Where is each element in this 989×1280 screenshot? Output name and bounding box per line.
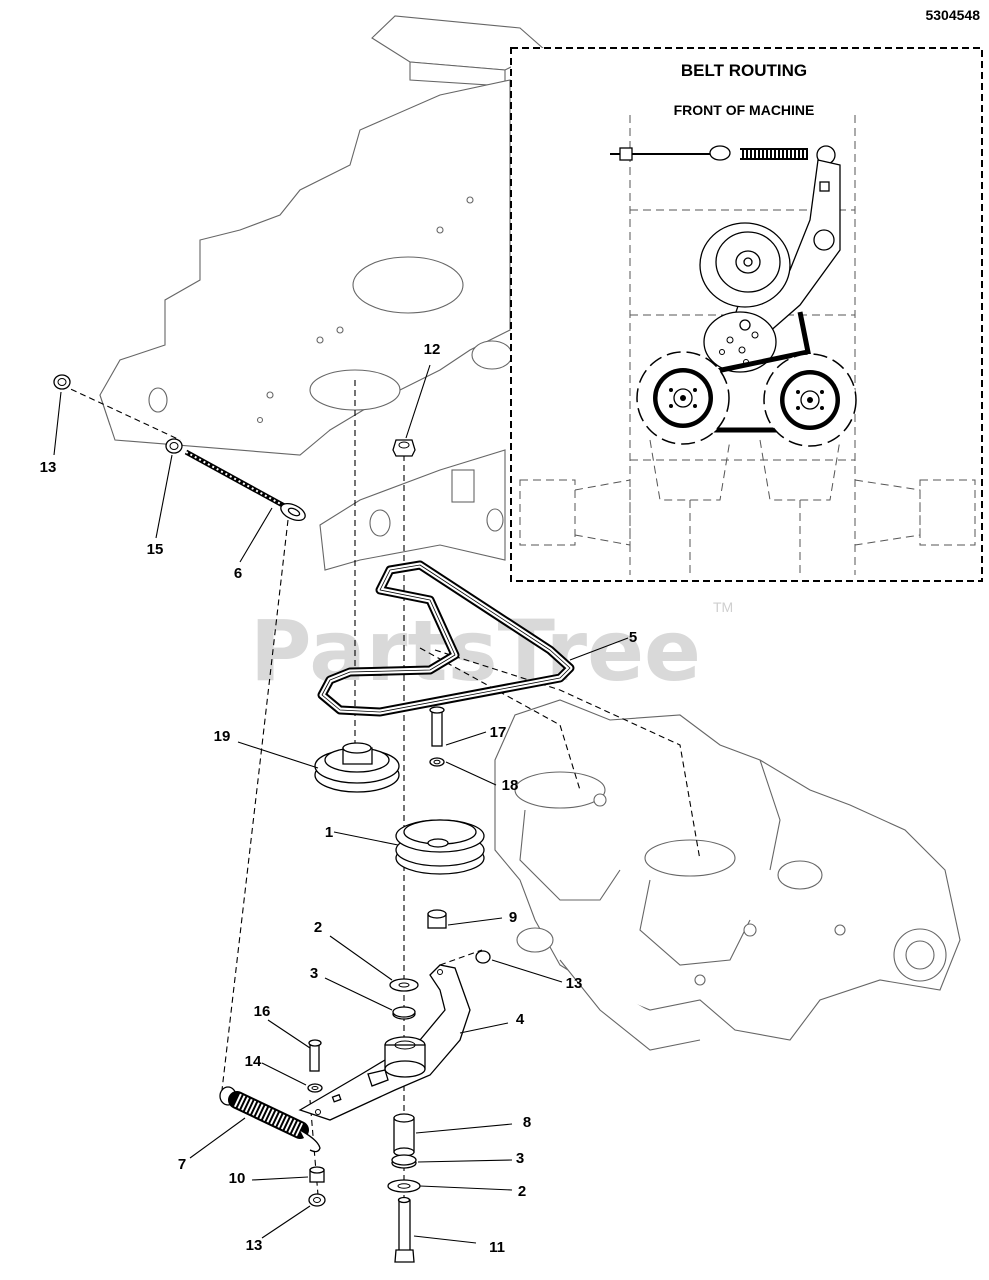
callout-10: 10 [229, 1170, 246, 1187]
part-19-pulley [314, 742, 400, 793]
part-4-idler-arm [298, 964, 471, 1121]
callout-19: 19 [214, 728, 231, 745]
document-number: 5304548 [925, 7, 980, 23]
part-16-bolt [308, 1039, 322, 1072]
part-3-bearing-lower [391, 1154, 417, 1169]
part-15-nut [165, 438, 183, 454]
callout-3-lower: 3 [516, 1150, 524, 1167]
callout-5: 5 [629, 629, 637, 646]
watermark-text: PartsTree [250, 602, 701, 700]
inset-tension-spring [610, 145, 836, 165]
callout-15: 15 [147, 541, 164, 558]
watermark-trademark: TM [713, 599, 733, 615]
belt-routing-inset: BELT ROUTING FRONT OF MACHINE [510, 47, 983, 582]
callout-17: 17 [490, 724, 507, 741]
callout-1: 1 [325, 824, 333, 841]
part-3-bearing-upper [392, 1006, 416, 1020]
part-9-spacer [427, 909, 447, 929]
part-7-spring [219, 1086, 321, 1153]
inset-subtitle: FRONT OF MACHINE [674, 102, 815, 118]
callout-18: 18 [502, 777, 519, 794]
part-18-washer [429, 757, 445, 767]
part-2-washer-lower [387, 1179, 421, 1193]
callout-4: 4 [516, 1011, 525, 1028]
callout-2-upper: 2 [314, 919, 322, 936]
part-13-nut-right [475, 950, 491, 964]
callout-8: 8 [523, 1114, 531, 1131]
callout-16: 16 [254, 1003, 271, 1020]
inset-left-fan-pulley [636, 351, 730, 445]
leader-lines [53, 364, 629, 1244]
callout-3-upper: 3 [310, 965, 318, 982]
callout-7: 7 [178, 1156, 186, 1173]
part-2-washer-upper [389, 978, 419, 992]
inset-title: BELT ROUTING [681, 61, 807, 80]
callout-11: 11 [489, 1239, 505, 1256]
part-13-nut-upper [53, 374, 71, 390]
callout-12: 12 [424, 341, 441, 358]
part-17-bolt [429, 706, 445, 747]
callout-6: 6 [234, 565, 242, 582]
part-8-spacer [393, 1113, 415, 1157]
chassis-frame [99, 15, 546, 571]
callout-2-lower: 2 [518, 1183, 526, 1200]
callout-9: 9 [509, 909, 517, 926]
hydro-transaxles [494, 699, 961, 1051]
callout-labels: 13 15 6 12 5 19 17 18 1 9 2 13 3 4 16 14… [40, 341, 638, 1256]
part-12-nut [392, 439, 416, 457]
part-10-bushing [309, 1166, 325, 1183]
callout-13-right: 13 [566, 975, 583, 992]
part-1-idler-pulley [395, 819, 485, 875]
inset-right-fan-pulley [763, 353, 857, 447]
part-6-eyebolt [184, 449, 306, 522]
callout-14: 14 [245, 1053, 262, 1070]
callout-13-lower: 13 [246, 1237, 263, 1254]
callout-13-upper: 13 [40, 459, 57, 476]
part-11-bolt [394, 1196, 415, 1263]
part-5-v-belt [317, 560, 575, 717]
part-13-nut-lower [308, 1193, 326, 1207]
part-14-washer [307, 1083, 323, 1093]
